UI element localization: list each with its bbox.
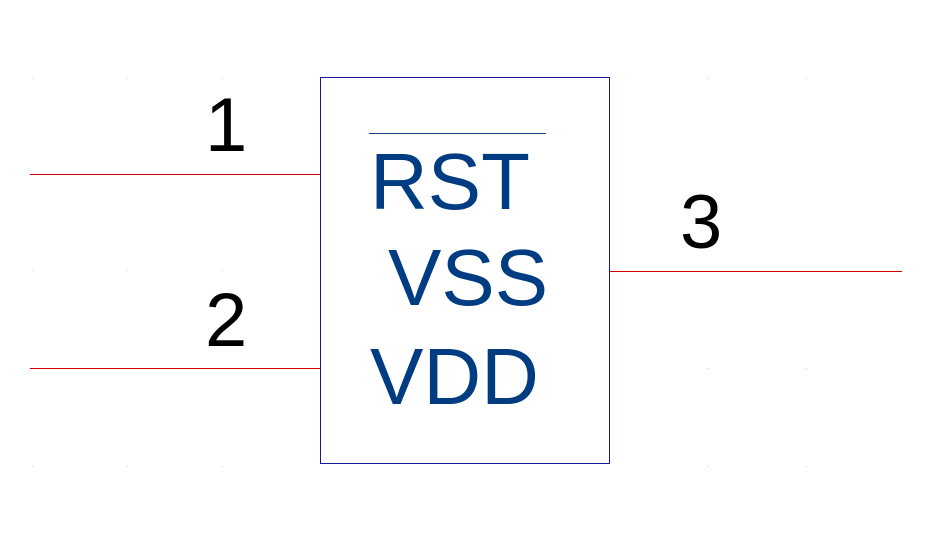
grid-dot [708,466,709,467]
pin-2-number: 2 [205,278,248,363]
grid-dot [32,270,33,271]
grid-dot [127,466,128,467]
pin-1-wire[interactable] [30,174,320,175]
pin-3-number: 3 [680,180,723,265]
pin-name-vss: VSS [388,233,549,322]
grid-dot [806,78,807,79]
grid-dot [222,466,223,467]
grid-dot [708,368,709,369]
pin-2-wire[interactable] [30,368,320,369]
grid-dot [32,78,33,79]
pin-1-number: 1 [205,83,248,168]
grid-dot [222,270,223,271]
rst-active-low-overbar [369,133,546,134]
grid-dot [806,368,807,369]
pin-3-wire[interactable] [610,271,902,272]
pin-name-vdd: VDD [370,332,539,421]
component-body[interactable] [320,77,610,464]
grid-dot [222,78,223,79]
pin-name-rst: RST [370,137,530,226]
grid-dot [32,466,33,467]
grid-dot [127,270,128,271]
grid-dot [708,78,709,79]
grid-dot [806,466,807,467]
grid-dot [127,78,128,79]
